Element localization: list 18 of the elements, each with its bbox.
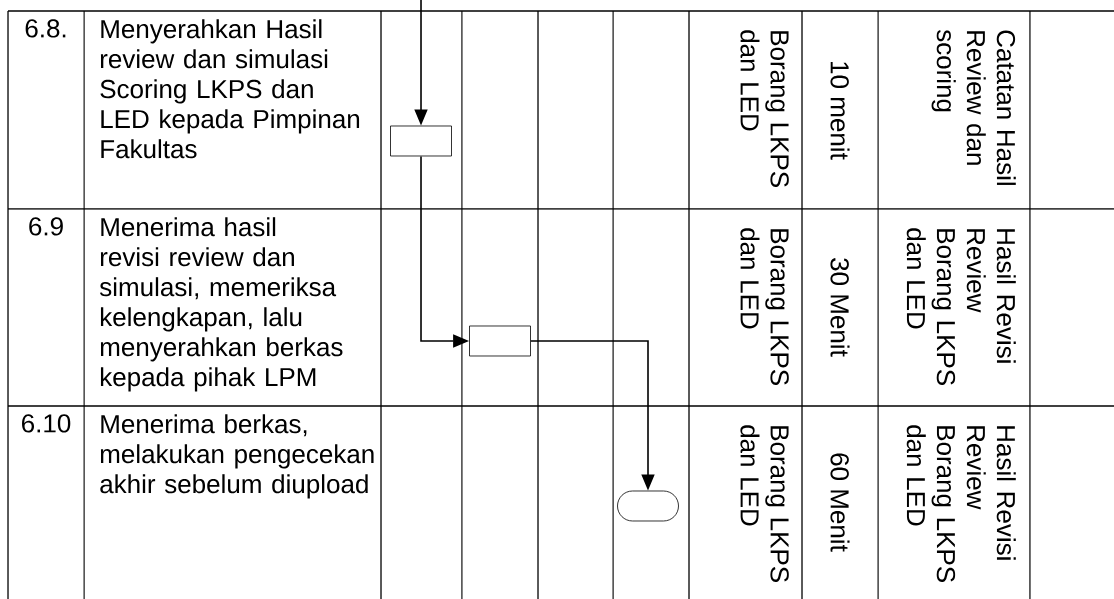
document-text: Borang LKPS dan LED bbox=[740, 30, 789, 187]
duration-text: 60 Menit bbox=[830, 453, 850, 552]
step-description: Menyerahkan Hasil review dan simulasi Scoring LKPS dan LED kepada Pimpinan Fakultas bbox=[100, 19, 360, 159]
duration-text: 10 menit bbox=[830, 62, 850, 160]
duration-text: 30 Menit bbox=[830, 258, 850, 357]
step-number: 6.8. bbox=[25, 19, 66, 38]
step-description: Menerima hasil revisi review dan simulasi, memeriksa kelengkapan, lalu menyerahkan berkas kepada pihak LPM bbox=[99, 217, 343, 392]
process-box bbox=[469, 325, 531, 357]
output-text: Hasil Revisi Review Borang LKPS dan LED bbox=[906, 425, 1016, 582]
output-text: Hasil Revisi Review Borang LKPS dan LED bbox=[906, 228, 1016, 385]
document-text: Borang LKPS dan LED bbox=[740, 228, 789, 385]
document-text: Borang LKPS dan LED bbox=[740, 425, 789, 582]
terminator-shape bbox=[617, 490, 679, 522]
step-description: Menerima berkas, melakukan pengecekan akhir sebelum diupload bbox=[100, 414, 374, 499]
process-box bbox=[390, 125, 452, 157]
step-number: 6.10 bbox=[22, 414, 71, 433]
step-number: 6.9 bbox=[29, 217, 63, 236]
output-text: Catatan Hasil Review dan scoring bbox=[931, 29, 1016, 185]
